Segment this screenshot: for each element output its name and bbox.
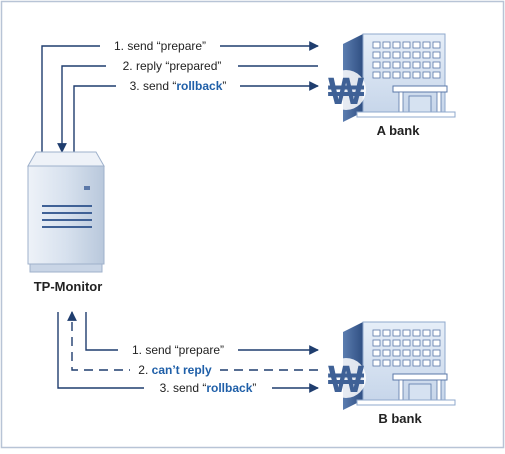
b-msg1-label: 1. send “prepare” [132, 343, 224, 357]
server-label: TP-Monitor [34, 279, 103, 294]
b-msg3-label: 3. send “rollback” [160, 381, 257, 395]
b-bank-label: B bank [378, 411, 422, 426]
svg-text:₩: ₩ [328, 359, 364, 401]
a-bank-currency-icon: ₩ [326, 70, 366, 113]
server-icon [27, 151, 105, 273]
b-msg2-label: 2. can’t reply [138, 363, 212, 377]
a-msg1-label: 1. send “prepare” [114, 39, 206, 53]
b-msg2-arrow [67, 311, 318, 371]
b-msg1-arrow [85, 312, 319, 355]
svg-text:₩: ₩ [328, 71, 364, 113]
a-msg3-label: 3. send “rollback” [130, 79, 227, 93]
a-msg2-label: 2. reply “prepared” [123, 59, 222, 73]
a-msg1-arrow [41, 41, 319, 158]
b-bank-currency-icon: ₩ [326, 358, 366, 401]
a-bank-label: A bank [377, 123, 421, 138]
